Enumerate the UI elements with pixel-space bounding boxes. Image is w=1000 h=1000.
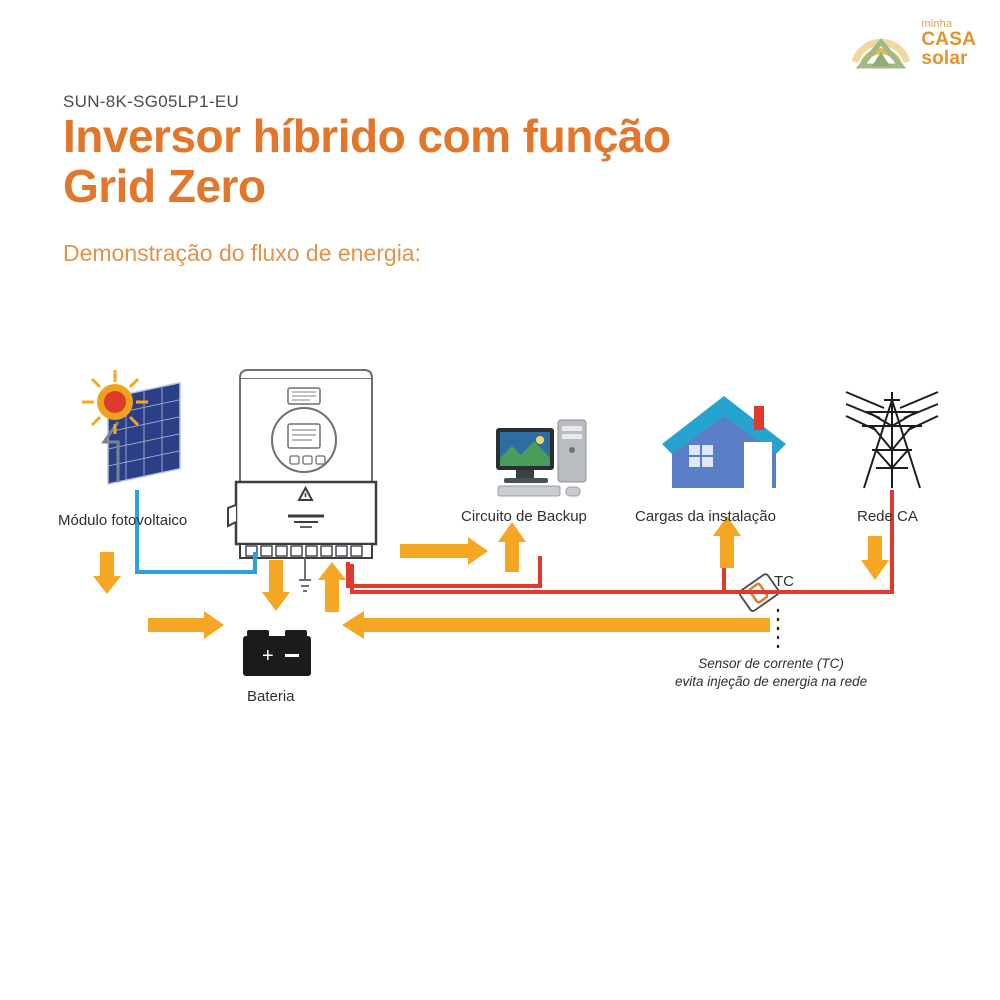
brand-logo: minha CASA solar xyxy=(849,12,976,74)
product-model: SUN-8K-SG05LP1-EU xyxy=(63,92,240,111)
hybrid-inverter-icon xyxy=(227,369,378,592)
arrow-to-backup-up xyxy=(498,522,526,572)
arrow-grid-down xyxy=(861,536,889,580)
label-loads: Cargas da instalação xyxy=(635,508,776,525)
sensor-note-line2: evita injeção de energia na rede xyxy=(675,674,868,690)
wire-inverter-to-backup xyxy=(346,556,542,588)
arrow-grid-to-inverter-left xyxy=(342,611,770,639)
energy-arrows xyxy=(93,516,889,639)
wire-grid-ac xyxy=(350,490,894,594)
sensor-note: Sensor de corrente (TC) evita injeção de… xyxy=(675,655,867,691)
arrow-to-backup-right xyxy=(400,537,488,565)
arrow-to-loads-up xyxy=(713,516,741,568)
house-sun-icon xyxy=(849,12,913,74)
svg-text:+: + xyxy=(262,645,274,667)
arrow-pv-down xyxy=(93,552,121,594)
label-battery: Bateria xyxy=(247,688,295,705)
label-ct: TC xyxy=(774,573,794,590)
arrow-to-battery-right xyxy=(148,611,224,639)
solar-panel-icon xyxy=(82,370,181,485)
sensor-note-line1: Sensor de corrente (TC) xyxy=(698,656,844,671)
house-icon xyxy=(662,396,786,488)
computer-icon xyxy=(496,419,587,497)
brand-line2: CASA xyxy=(921,28,976,50)
page-title: Inversor híbrido com função Grid Zero xyxy=(63,110,671,212)
label-backup: Circuito de Backup xyxy=(461,508,587,525)
brand-line1: minha xyxy=(921,17,953,30)
arrow-inverter-to-battery xyxy=(262,560,290,611)
brand-wordmark: minha CASA solar xyxy=(921,17,976,69)
diagram-canvas: + xyxy=(82,369,939,676)
wire-pv-to-inverter xyxy=(135,490,257,574)
page-subtitle: Demonstração do fluxo de energia: xyxy=(63,240,421,266)
battery-icon: + xyxy=(243,630,311,676)
label-grid: Rede CA xyxy=(857,508,918,525)
sun-icon xyxy=(82,370,148,434)
energy-flow-diagram: + xyxy=(0,330,1000,750)
power-tower-icon xyxy=(845,391,939,489)
label-pv: Módulo fotovoltaico xyxy=(58,512,188,529)
brand-line3: solar xyxy=(921,47,968,69)
arrow-battery-to-inverter xyxy=(318,562,346,612)
